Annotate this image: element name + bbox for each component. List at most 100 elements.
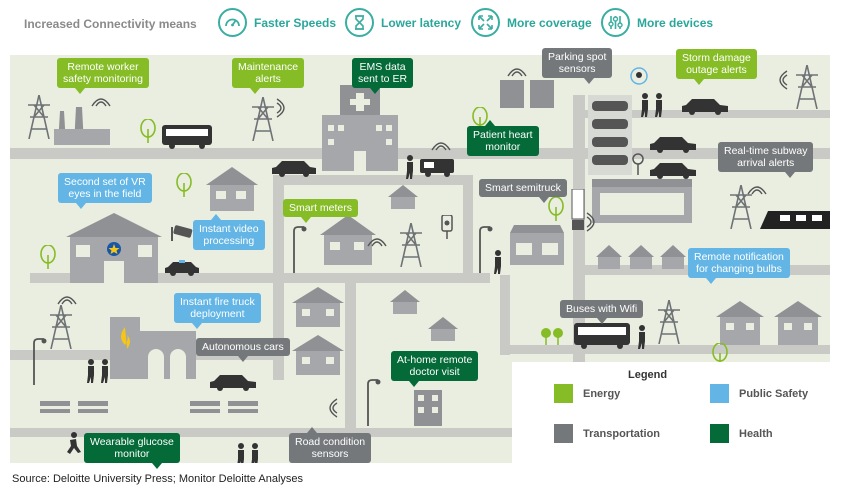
legend-swatch [710,424,729,443]
callout-remote-bulbs: Remote notification for changing bulbs [688,248,790,284]
feature-label: Lower latency [381,15,462,30]
tree-icon [548,197,564,221]
traffic-signal-icon [441,215,453,239]
house-row-icon [716,301,822,345]
callout-smart-semitruck: Smart semitruck [479,179,567,203]
pedestrian-icon [494,250,501,274]
parking-meter-icon [632,153,644,175]
parking-garage-icon [588,95,632,175]
transmission-tower-icon [400,223,422,267]
street-light-icon [33,338,47,385]
power-plant-icon [54,107,110,145]
feature-lower-latency: Lower latency [345,8,461,37]
expand-arrows-icon [471,8,500,37]
wireless-signal-icon [586,212,595,232]
fire-station-icon [110,317,196,379]
callout-buses-wifi: Buses with Wifi [560,300,644,324]
road [10,148,830,159]
feature-more-devices: More devices [601,8,713,37]
callout-ems-data: EMS data sent to ER [352,58,414,94]
wireless-signal-icon [507,68,527,77]
home-building-icon [414,390,442,426]
house-icon [292,335,344,375]
speedometer-icon [218,8,247,37]
legend-label: Transportation [583,427,661,440]
callout-smart-meters: Smart meters [283,199,359,223]
bus-icon [574,323,630,349]
tree-icon [140,119,156,143]
wireless-signal-icon [276,98,285,118]
feature-more-coverage: More coverage [471,8,592,37]
callout-storm-damage: Storm damage outage alerts [676,49,757,85]
bench-icon [40,401,108,413]
legend-item-public-safety: Public Safety [710,384,808,403]
transmission-tower-icon [28,95,50,139]
house-icon [390,290,420,314]
street-light-icon [479,226,493,273]
legend: Legend Energy Public Safety Transportati… [512,362,830,472]
wireless-signal-icon [91,98,111,107]
wireless-signal-icon [329,398,338,418]
bus-icon [162,125,212,149]
legend-item-energy: Energy [554,384,620,403]
wireless-signal-icon [747,186,767,195]
callout-parking-sensors: Parking spot sensors [542,48,613,84]
house-row-icon [596,245,686,269]
ambulance-icon [420,159,454,177]
callout-glucose-monitor: Wearable glucose monitor [84,433,180,469]
legend-title: Legend [628,369,668,381]
header-title: Increased Connectivity means [24,17,197,31]
sliders-icon [601,8,630,37]
road [345,283,356,463]
callout-subway-alerts: Real-time subway arrival alerts [718,142,814,178]
callout-road-sensors: Road condition sensors [289,433,372,463]
callout-vr-eyes: Second set of VR eyes in the field [58,173,152,209]
pedestrians-icon [641,93,662,117]
legend-swatch [710,384,729,403]
shrubs-icon [541,328,563,345]
wireless-signal-icon [779,70,788,90]
tree-icon [40,245,56,269]
road [585,110,830,118]
car-icon [650,137,696,153]
pedestrians-icon [87,359,108,383]
police-station-icon [66,213,162,283]
legend-label: Energy [583,387,621,400]
legend-item-health: Health [710,424,773,443]
road [573,95,585,395]
pedestrians-icon [237,443,258,463]
house-icon [206,167,258,211]
hourglass-icon [345,8,374,37]
wireless-signal-icon [57,296,77,305]
feature-label: More devices [637,15,714,30]
callout-maintenance-alerts: Maintenance alerts [232,58,305,94]
road [30,273,490,283]
house-icon [388,185,418,209]
car-icon [650,163,696,179]
car-icon [272,161,316,177]
bench-icon [190,401,258,413]
callout-heart-monitor: Patient heart monitor [467,126,539,156]
street-light-icon [367,379,381,426]
transmission-tower-icon [252,97,274,141]
callout-home-doctor: At-home remote doctor visit [391,351,479,387]
header-bar: Increased Connectivity means Faster Spee… [0,0,850,48]
road [500,345,830,354]
road [500,275,510,355]
apartment-building-icon [500,80,554,108]
legend-swatch [554,424,573,443]
shop-icon [510,225,564,265]
tree-icon [176,173,192,197]
feature-label: More coverage [507,15,592,30]
house-icon [320,215,376,265]
transmission-tower-icon [796,65,818,109]
wireless-signal-icon [431,142,451,151]
legend-label: Public Safety [739,387,809,400]
legend-item-transportation: Transportation [554,424,660,443]
feature-label: Faster Speeds [254,15,337,30]
pedestrian-icon [406,155,413,179]
street-light-icon [293,226,307,273]
road [273,175,473,185]
transmission-tower-icon [658,300,680,344]
security-camera-icon [171,225,193,241]
